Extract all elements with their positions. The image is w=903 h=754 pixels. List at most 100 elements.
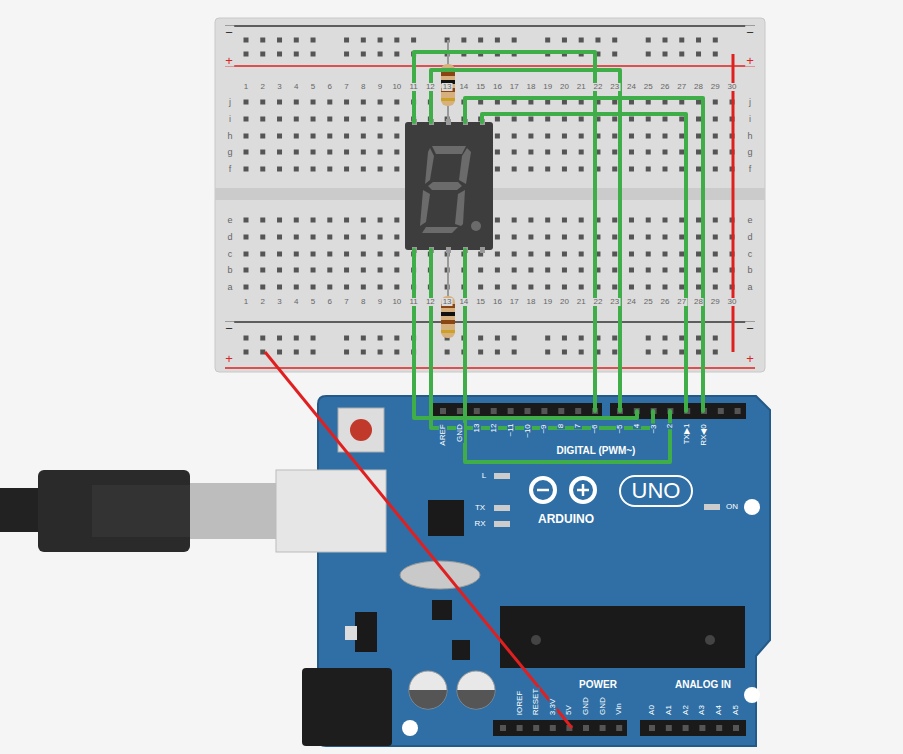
- breadboard-hole: [327, 235, 332, 240]
- header-pin: [600, 725, 606, 731]
- breadboard-hole: [696, 285, 701, 290]
- rail-line: [225, 65, 755, 67]
- rail-hole: [696, 336, 701, 341]
- header-pin: [699, 725, 705, 731]
- rail-hole: [260, 38, 265, 43]
- row-letter: b: [226, 266, 233, 275]
- row-letter: a: [226, 283, 233, 292]
- column-number: 4: [293, 298, 299, 306]
- breadboard-hole: [512, 268, 517, 273]
- column-number: 20: [559, 298, 570, 306]
- rail-hole: [311, 350, 316, 355]
- header-pin: [474, 408, 480, 414]
- breadboard-hole: [495, 252, 500, 257]
- breadboard-hole: [512, 235, 517, 240]
- jumper-wire: [414, 52, 703, 462]
- column-number: 29: [710, 298, 721, 306]
- rail-hole: [696, 52, 701, 57]
- breadboard-hole: [679, 134, 684, 139]
- breadboard-hole: [361, 167, 366, 172]
- led: [494, 473, 510, 479]
- breadboard-hole: [327, 117, 332, 122]
- model-name: UNO: [632, 480, 681, 502]
- breadboard-hole: [579, 218, 584, 223]
- display-segments: [420, 146, 481, 233]
- column-number: 23: [609, 83, 620, 91]
- breadboard-hole: [713, 134, 718, 139]
- header-pin: [583, 725, 589, 731]
- led-label: L: [482, 472, 486, 480]
- breadboard-hole: [394, 235, 399, 240]
- column-number: 4: [293, 83, 299, 91]
- breadboard-hole: [311, 150, 316, 155]
- breadboard-hole: [512, 167, 517, 172]
- breadboard-hole: [713, 218, 718, 223]
- power-wire: [265, 352, 572, 728]
- rail-hole: [679, 336, 684, 341]
- breadboard-hole: [327, 218, 332, 223]
- rail-hole: [612, 52, 617, 57]
- breadboard-hole: [528, 268, 533, 273]
- breadboard-hole: [528, 285, 533, 290]
- breadboard-hole: [311, 252, 316, 257]
- column-number: 17: [509, 83, 520, 91]
- rail-hole: [512, 350, 517, 355]
- rail-line: [225, 367, 755, 369]
- column-number: 13: [442, 298, 453, 306]
- breadboard-hole: [713, 285, 718, 290]
- breadboard-hole: [344, 134, 349, 139]
- breadboard-hole: [612, 252, 617, 257]
- column-number: 27: [676, 83, 687, 91]
- pin-label: ~11: [507, 423, 515, 438]
- breadboard-hole: [361, 150, 366, 155]
- breadboard-hole: [294, 150, 299, 155]
- column-number: 18: [525, 298, 536, 306]
- power-jack: [302, 668, 392, 746]
- rail-hole: [512, 336, 517, 341]
- breadboard-hole: [545, 134, 550, 139]
- breadboard-hole: [495, 235, 500, 240]
- breadboard-hole: [679, 150, 684, 155]
- rail-hole: [277, 350, 282, 355]
- pin-header: [493, 720, 627, 736]
- breadboard-hole: [646, 134, 651, 139]
- rail-hole: [713, 336, 718, 341]
- breadboard-hole: [579, 268, 584, 273]
- breadboard-hole: [512, 117, 517, 122]
- pin-label: 4: [633, 423, 641, 429]
- rail-sign: −: [745, 322, 755, 335]
- rail-hole: [663, 350, 668, 355]
- breadboard-hole: [327, 150, 332, 155]
- breadboard-hole: [378, 235, 383, 240]
- breadboard-hole: [713, 268, 718, 273]
- breadboard-hole: [394, 268, 399, 273]
- breadboard-hole: [528, 235, 533, 240]
- column-number: 7: [343, 298, 349, 306]
- rail-hole: [394, 350, 399, 355]
- breadboard-hole: [646, 100, 651, 105]
- rail-hole: [344, 350, 349, 355]
- breadboard-hole: [612, 150, 617, 155]
- header-title: POWER: [578, 680, 618, 690]
- rail-hole: [378, 350, 383, 355]
- header-pin: [616, 725, 622, 731]
- column-number: 30: [727, 298, 738, 306]
- rail-hole: [545, 336, 550, 341]
- breadboard-hole: [663, 117, 668, 122]
- breadboard-hole: [294, 117, 299, 122]
- breadboard-hole: [311, 235, 316, 240]
- breadboard-hole: [277, 100, 282, 105]
- header-pin: [491, 408, 497, 414]
- usb-plug: [38, 470, 190, 552]
- breadboard-hole: [311, 285, 316, 290]
- breadboard-hole: [495, 117, 500, 122]
- breadboard-hole: [277, 134, 282, 139]
- breadboard-hole: [545, 268, 550, 273]
- breadboard-hole: [713, 150, 718, 155]
- breadboard-hole: [713, 235, 718, 240]
- rail-hole: [378, 38, 383, 43]
- breadboard-hole: [512, 218, 517, 223]
- rail-hole: [713, 52, 718, 57]
- row-letter: e: [746, 216, 753, 225]
